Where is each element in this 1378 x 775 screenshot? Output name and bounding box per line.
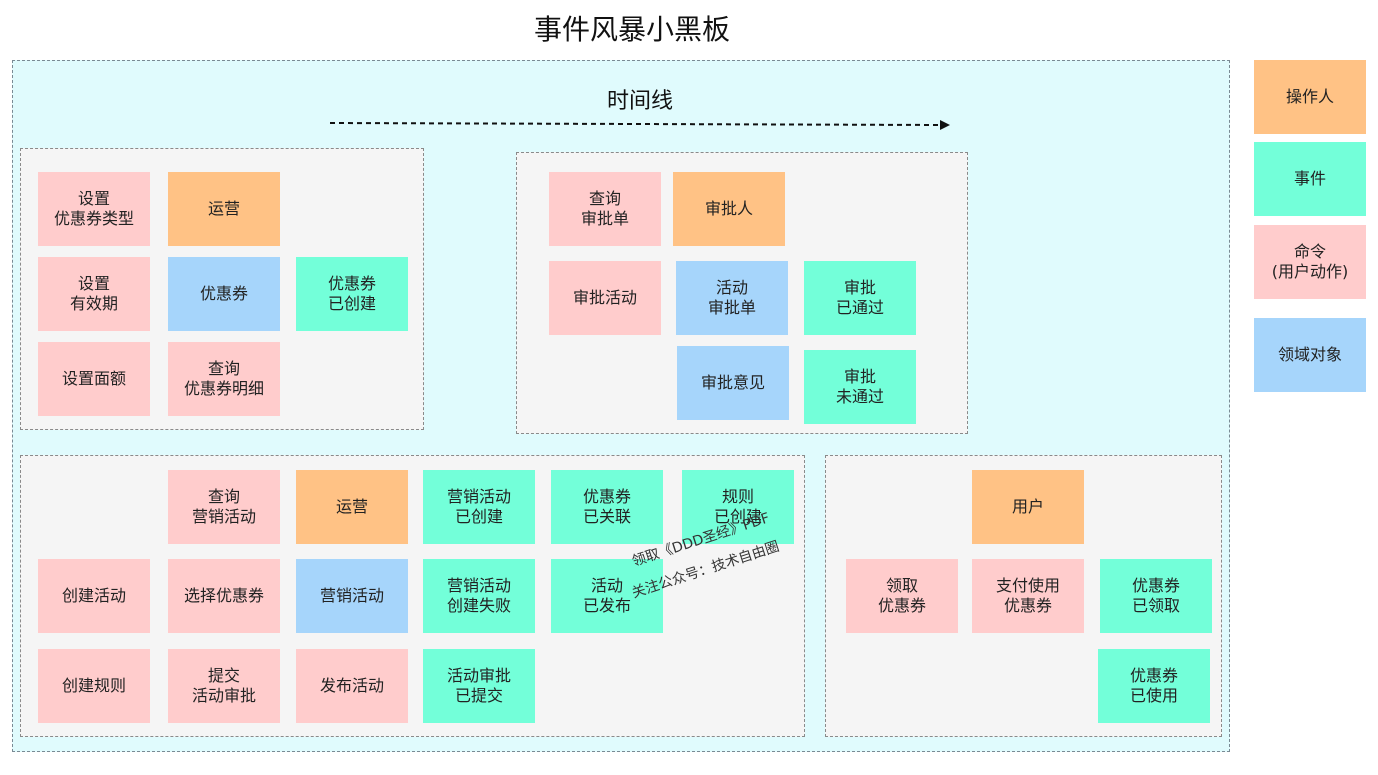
event-campaign-create-failed[interactable]: 营销活动 创建失败 — [423, 559, 535, 633]
event-approval-rejected[interactable]: 审批 未通过 — [804, 350, 916, 424]
timeline-arrow — [329, 120, 950, 130]
legend-event: 事件 — [1254, 142, 1366, 216]
board-title: 事件风暴小黑板 — [533, 13, 730, 46]
command-publish-campaign[interactable]: 发布活动 — [296, 649, 408, 723]
event-campaign-created[interactable]: 营销活动 已创建 — [423, 470, 535, 544]
command-receive-coupon[interactable]: 领取 优惠券 — [846, 559, 958, 633]
actor-operations[interactable]: 运营 — [168, 172, 280, 246]
command-set-validity[interactable]: 设置 有效期 — [38, 257, 150, 331]
command-set-coupon-type[interactable]: 设置 优惠券类型 — [38, 172, 150, 246]
actor-user[interactable]: 用户 — [972, 470, 1084, 544]
command-submit-approval[interactable]: 提交 活动审批 — [168, 649, 280, 723]
event-coupon-used[interactable]: 优惠券 已使用 — [1098, 649, 1210, 723]
command-select-coupon[interactable]: 选择优惠券 — [168, 559, 280, 633]
event-coupon-linked[interactable]: 优惠券 已关联 — [551, 470, 663, 544]
event-coupon-received[interactable]: 优惠券 已领取 — [1100, 559, 1212, 633]
timeline-label: 时间线 — [606, 89, 673, 114]
command-pay-use-coupon[interactable]: 支付使用 优惠券 — [972, 559, 1084, 633]
domain-approval-opinion[interactable]: 审批意见 — [677, 346, 789, 420]
actor-operations-campaign[interactable]: 运营 — [296, 470, 408, 544]
group-campaign — [20, 455, 805, 737]
event-campaign-published[interactable]: 活动 已发布 — [551, 559, 663, 633]
actor-approver[interactable]: 审批人 — [673, 172, 785, 246]
legend-actor: 操作人 — [1254, 60, 1366, 134]
command-approve-campaign[interactable]: 审批活动 — [549, 261, 661, 335]
legend-command: 命令 (用户动作) — [1254, 225, 1366, 299]
event-approval-submitted[interactable]: 活动审批 已提交 — [423, 649, 535, 723]
domain-coupon[interactable]: 优惠券 — [168, 257, 280, 331]
domain-approval-form[interactable]: 活动 审批单 — [676, 261, 788, 335]
command-query-coupon-detail[interactable]: 查询 优惠券明细 — [168, 342, 280, 416]
command-query-campaign[interactable]: 查询 营销活动 — [168, 470, 280, 544]
command-create-rule[interactable]: 创建规则 — [38, 649, 150, 723]
command-create-campaign[interactable]: 创建活动 — [38, 559, 150, 633]
event-rule-created[interactable]: 规则 已创建 — [682, 470, 794, 544]
legend-domain: 领域对象 — [1254, 318, 1366, 392]
domain-campaign[interactable]: 营销活动 — [296, 559, 408, 633]
command-query-approval-form[interactable]: 查询 审批单 — [549, 172, 661, 246]
event-coupon-created[interactable]: 优惠券 已创建 — [296, 257, 408, 331]
event-approval-passed[interactable]: 审批 已通过 — [804, 261, 916, 335]
command-set-amount[interactable]: 设置面额 — [38, 342, 150, 416]
